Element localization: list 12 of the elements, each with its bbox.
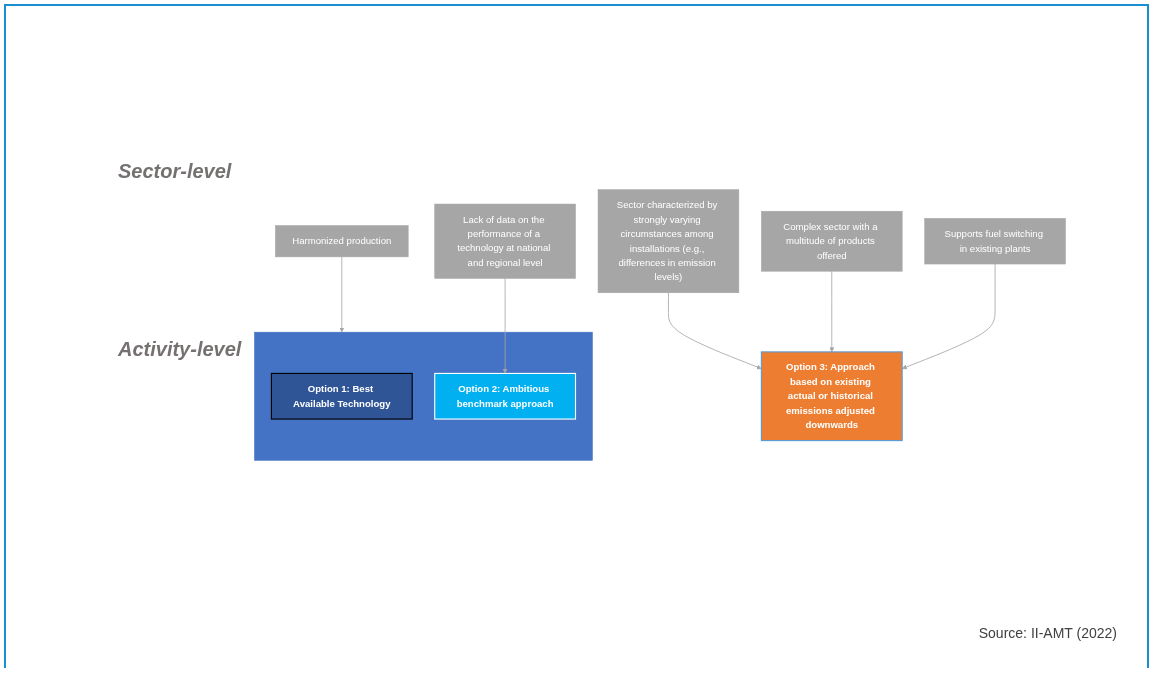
source-caption: Source: II-AMT (2022) — [978, 625, 1117, 641]
level-label: Activity-level — [118, 338, 242, 361]
node-box: Option 3: Approach based on existing actual or historical emissions adjusted downwards — [760, 351, 903, 442]
node-box: Option 2: Ambitious benchmark approach — [434, 372, 577, 420]
node-box: Sector characterized by strongly varying circumstances among installations (e.g., differences in emission levels) — [597, 189, 740, 294]
node-box: Lack of data on the performance of a technology at national and regional level — [434, 203, 576, 279]
cluster — [254, 331, 593, 461]
node-box: Option 1: Best Available Technology — [270, 372, 413, 420]
node-box: Harmonized production — [275, 225, 409, 258]
node-box: Complex sector with a multitude of products offered — [761, 210, 903, 272]
level-label: Sector-level — [118, 160, 232, 183]
node-box: Supports fuel switching in existing plants — [924, 218, 1066, 265]
